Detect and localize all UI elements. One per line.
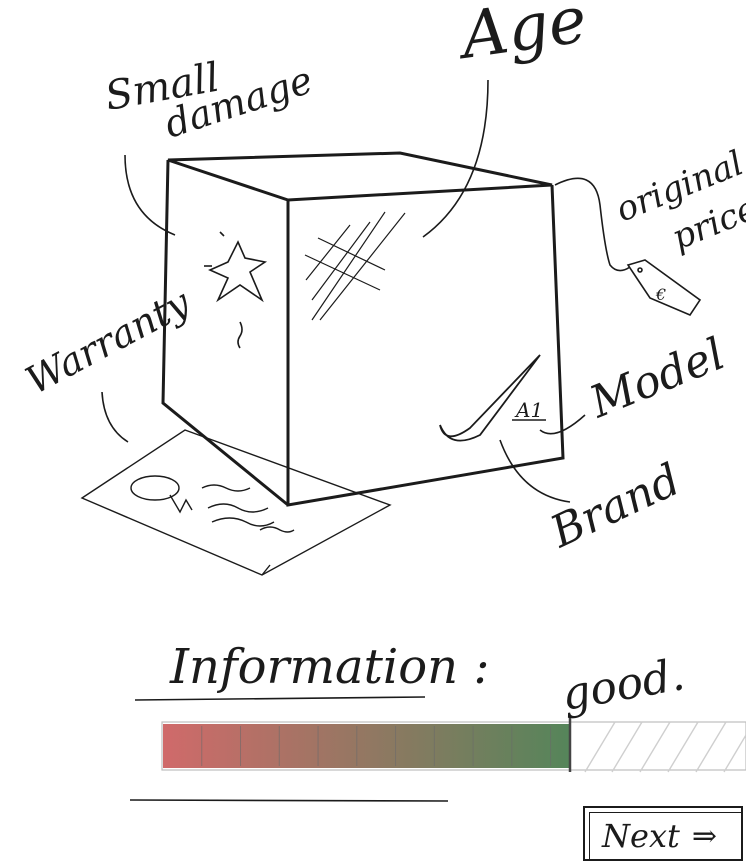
info-title: Information : bbox=[169, 639, 490, 695]
cube-product bbox=[163, 153, 563, 505]
price-tag-symbol: € bbox=[655, 285, 666, 304]
model-code-text: A1 bbox=[514, 398, 543, 422]
next-label: Next bbox=[602, 817, 680, 855]
progress-empty-hatching bbox=[585, 722, 746, 772]
damage-mark-icon bbox=[204, 232, 265, 348]
cube-shine-hatching bbox=[305, 212, 405, 320]
next-button-frame: Next ⇒ bbox=[589, 812, 741, 859]
info-progress-bar bbox=[162, 718, 746, 772]
quality-label: good. bbox=[558, 649, 688, 721]
label-age: Age bbox=[452, 0, 591, 75]
label-brand: Brand bbox=[542, 454, 688, 558]
label-warranty: Warranty bbox=[19, 280, 198, 403]
info-title-underline bbox=[135, 697, 425, 700]
next-button[interactable]: Next ⇒ bbox=[583, 806, 743, 861]
progress-fill bbox=[163, 724, 570, 768]
double-arrow-right-icon: ⇒ bbox=[692, 819, 717, 854]
label-model: Model bbox=[582, 329, 732, 429]
info-bottom-rule bbox=[130, 800, 448, 801]
warranty-document bbox=[82, 430, 390, 575]
